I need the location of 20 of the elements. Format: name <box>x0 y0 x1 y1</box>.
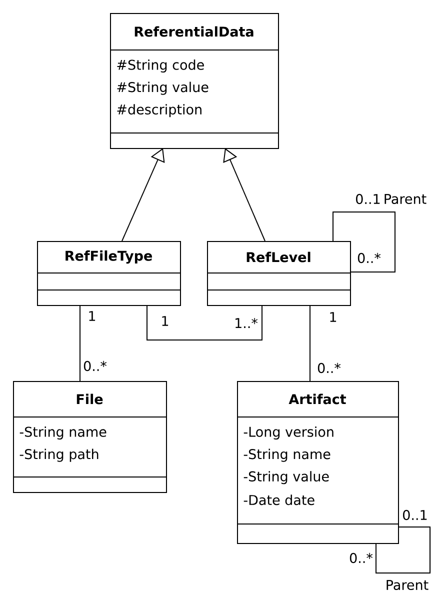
multiplicity-label: Parent <box>386 580 428 590</box>
class-box: Artifact -Long version -String name -String value -Date date <box>236 381 399 544</box>
multiplicity-label: Parent <box>384 194 426 204</box>
association-line <box>146 304 262 340</box>
multiplicity-label: 1..* <box>236 318 258 328</box>
association-line <box>376 526 430 574</box>
association-line <box>332 212 396 272</box>
multiplicity-label: 0..* <box>350 552 373 564</box>
class-box: File -String name -String path <box>12 381 167 493</box>
class-box: RefFileType <box>36 241 181 306</box>
multiplicity-label: 0..1 <box>356 194 380 204</box>
multiplicity-label: 1 <box>89 311 96 321</box>
multiplicity-label: 0..* <box>84 360 107 372</box>
class-box: ReferentialData #String code #String value #description <box>110 13 279 149</box>
multiplicity-label: 0..* <box>318 362 341 374</box>
generalization-arrow <box>122 148 165 242</box>
class-box: RefLevel <box>206 241 351 306</box>
multiplicity-label: 0..1 <box>403 510 427 520</box>
multiplicity-label: 0..* <box>358 252 381 264</box>
generalization-arrow <box>223 148 266 242</box>
